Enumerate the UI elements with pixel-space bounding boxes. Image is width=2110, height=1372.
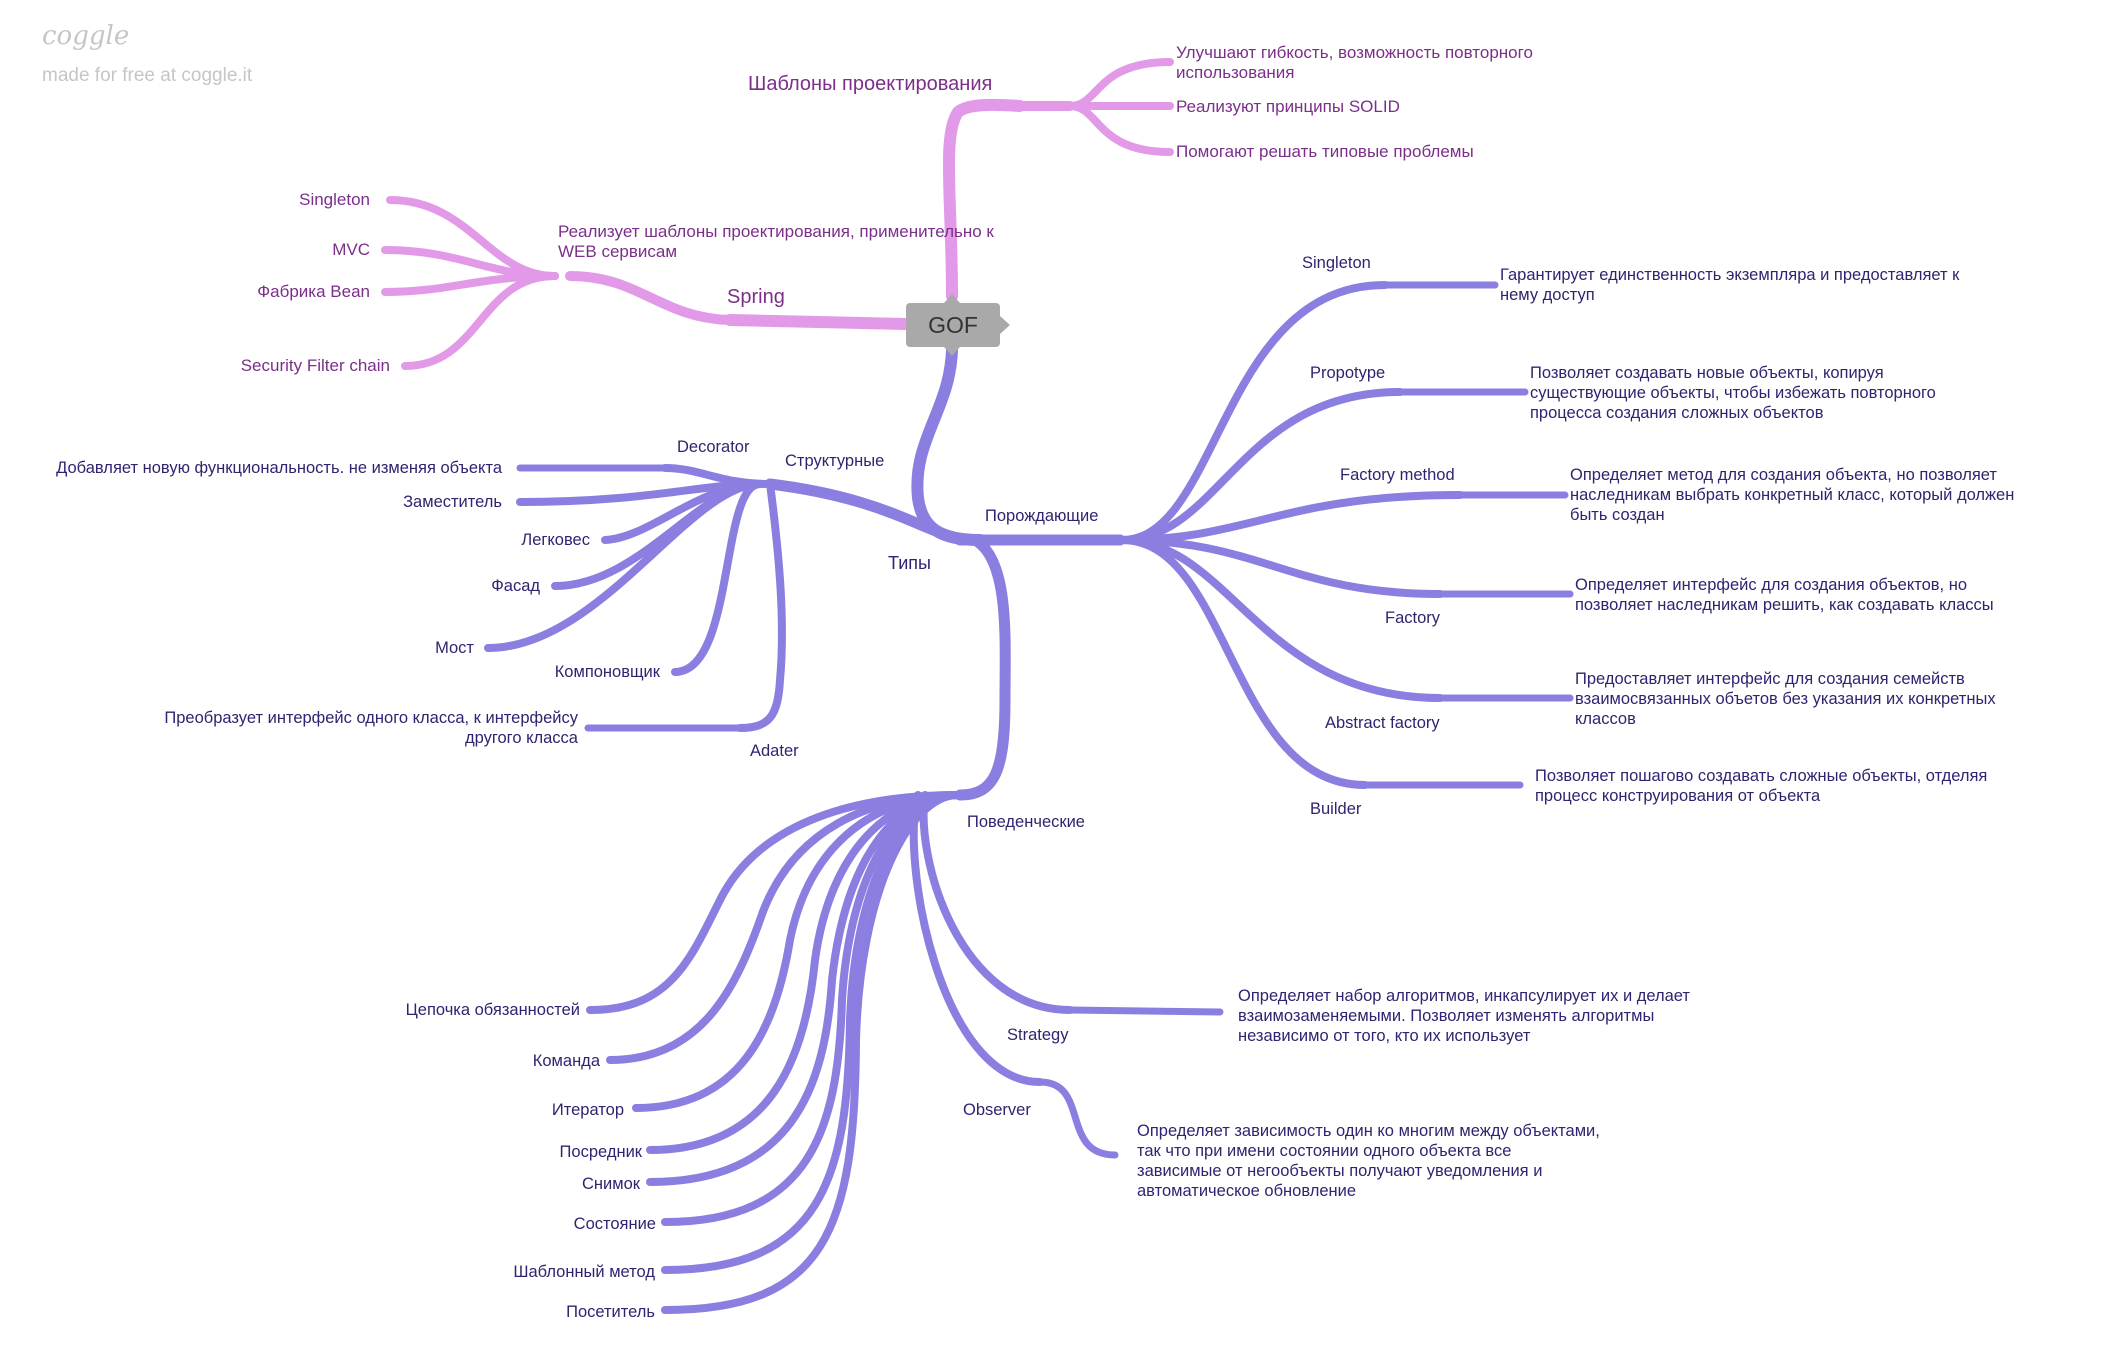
structural-proxy[interactable]: Заместитель (403, 493, 502, 511)
structural-bridge[interactable]: Мост (435, 639, 474, 657)
spring-branch (381, 196, 911, 370)
creational-factory-method[interactable]: Factory method (1340, 466, 1455, 484)
patterns-item-2[interactable]: Реализуют принципы SOLID (1176, 97, 1400, 116)
structural-decorator-desc[interactable]: Добавляет новую функциональность. не изм… (56, 459, 503, 477)
behavioral-mediator[interactable]: Посредник (560, 1143, 643, 1161)
creational-factory-method-desc-line-2[interactable]: наследникам выбрать конкретный класс, ко… (1570, 486, 2014, 504)
creational-singleton-desc-line-2[interactable]: нему доступ (1500, 286, 1595, 304)
creational-builder-desc-line-1[interactable]: Позволяет пошагово создавать сложные объ… (1535, 767, 1987, 785)
behavioral-observer-desc-line-4[interactable]: автоматическое обновление (1137, 1182, 1356, 1200)
creational-factory-desc-line-1[interactable]: Определяет интерфейс для создания объект… (1575, 576, 1967, 594)
behavioral-label[interactable]: Поведенческие (967, 813, 1085, 831)
creational-abstract-factory-desc-line-2[interactable]: взаимосвязанных объетов без указания их … (1575, 690, 1996, 708)
creational-builder[interactable]: Builder (1310, 800, 1362, 818)
spring-description-line-1[interactable]: Реализует шаблоны проектирования, примен… (558, 222, 994, 241)
behavioral-memento[interactable]: Снимок (582, 1175, 641, 1193)
root-node[interactable]: GOF (906, 294, 1010, 356)
creational-prototype-desc-line-2[interactable]: существующие объекты, чтобы избежать пов… (1530, 384, 1936, 402)
creational-factory-desc-line-2[interactable]: позволяет наследникам решить, как создав… (1575, 596, 1994, 614)
spring-description-line-2[interactable]: WEB сервисам (558, 242, 677, 261)
behavioral-visitor[interactable]: Посетитель (566, 1303, 655, 1321)
behavioral-observer-desc-line-2[interactable]: так что при имени состоянии одного объек… (1137, 1142, 1511, 1160)
creational-builder-desc-line-2[interactable]: процесс конструирования от объекта (1535, 787, 1821, 805)
creational-factory[interactable]: Factory (1385, 609, 1441, 627)
behavioral-strategy-desc-line-1[interactable]: Определяет набор алгоритмов, инкапсулиру… (1238, 987, 1690, 1005)
coggle-logo: coggle (42, 21, 129, 51)
structural-label[interactable]: Структурные (785, 452, 884, 470)
creational-singleton-desc-line-1[interactable]: Гарантирует единственность экземпляра и … (1500, 266, 1960, 284)
behavioral-chain-of-responsibility[interactable]: Цепочка обязанностей (406, 1001, 580, 1019)
creational-label[interactable]: Порождающие (985, 507, 1098, 525)
behavioral-observer-desc-line-3[interactable]: зависимые от негообъекты получают уведом… (1137, 1162, 1542, 1180)
types-label[interactable]: Типы (888, 553, 931, 573)
behavioral-template-method[interactable]: Шаблонный метод (513, 1263, 655, 1281)
structural-branches (484, 464, 786, 732)
creational-abstract-factory[interactable]: Abstract factory (1325, 714, 1440, 732)
creational-abstract-factory-desc-line-3[interactable]: классов (1575, 710, 1636, 728)
structural-decorator[interactable]: Decorator (677, 438, 750, 456)
spring-item-security-filter-chain[interactable]: Security Filter chain (241, 356, 390, 375)
creational-singleton[interactable]: Singleton (1302, 254, 1371, 272)
creational-factory-method-desc-line-1[interactable]: Определяет метод для создания объекта, н… (1570, 466, 1997, 484)
behavioral-strategy-desc-line-2[interactable]: взаимозаменяемыми. Позволяет изменять ал… (1238, 1007, 1654, 1025)
spring-item-singleton[interactable]: Singleton (299, 190, 370, 209)
spring-label[interactable]: Spring (727, 286, 785, 308)
behavioral-strategy-desc-line-3[interactable]: независимо от того, кто их использует (1238, 1027, 1531, 1045)
behavioral-observer-desc-line-1[interactable]: Определяет зависимость один ко многим ме… (1137, 1122, 1600, 1140)
behavioral-observer[interactable]: Observer (963, 1101, 1031, 1119)
structural-flyweight[interactable]: Легковес (521, 531, 590, 549)
creational-prototype[interactable]: Propotype (1310, 364, 1385, 382)
patterns-branch (942, 58, 1174, 302)
structural-adapter-desc-line-2[interactable]: другого класса (465, 729, 579, 747)
structural-composite[interactable]: Компоновщик (555, 663, 661, 681)
creational-prototype-desc-line-3[interactable]: процесса создания сложных объектов (1530, 404, 1824, 422)
structural-adapter[interactable]: Adater (750, 742, 799, 760)
behavioral-branches (586, 791, 1224, 1314)
spring-item-mvc[interactable]: MVC (332, 240, 370, 259)
creational-branches (1118, 281, 1574, 789)
behavioral-state[interactable]: Состояние (574, 1215, 656, 1233)
patterns-label[interactable]: Шаблоны проектирования (748, 73, 992, 95)
patterns-item-1-line-2[interactable]: использования (1176, 63, 1295, 82)
spring-item-bean-factory[interactable]: Фабрика Bean (257, 282, 370, 301)
behavioral-command[interactable]: Команда (533, 1052, 601, 1070)
patterns-item-3[interactable]: Помогают решать типовые проблемы (1176, 142, 1474, 161)
behavioral-iterator[interactable]: Итератор (552, 1101, 624, 1119)
root-label: GOF (928, 312, 978, 338)
creational-abstract-factory-desc-line-1[interactable]: Предоставляет интерфейс для создания сем… (1575, 670, 1965, 688)
creational-factory-method-desc-line-3[interactable]: быть создан (1570, 506, 1665, 524)
structural-adapter-desc-line-1[interactable]: Преобразует интерфейс одного класса, к и… (164, 709, 578, 727)
creational-prototype-desc-line-1[interactable]: Позволяет создавать новые объекты, копир… (1530, 364, 1884, 382)
patterns-item-1-line-1[interactable]: Улучшают гибкость, возможность повторног… (1176, 43, 1533, 62)
types-branch (764, 344, 1126, 801)
structural-facade[interactable]: Фасад (491, 577, 540, 595)
coggle-watermark[interactable]: made for free at coggle.it (42, 65, 253, 86)
behavioral-strategy[interactable]: Strategy (1007, 1026, 1069, 1044)
